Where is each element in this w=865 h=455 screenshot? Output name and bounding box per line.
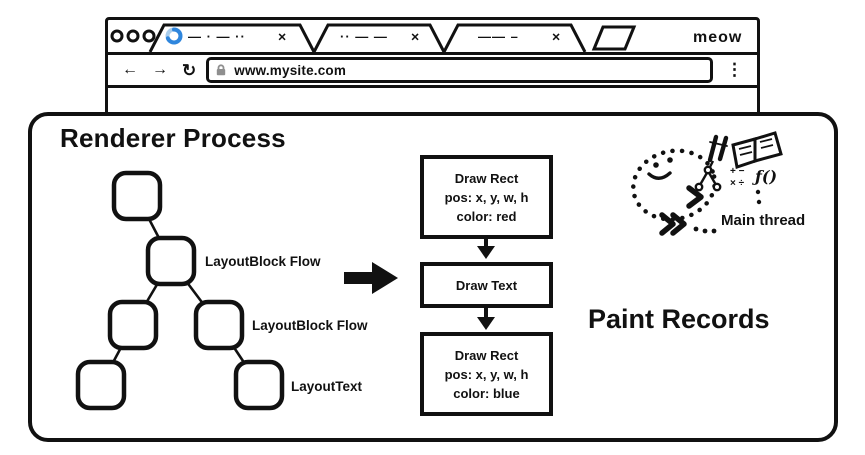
tree-edges [99,195,261,386]
dot-trail [755,189,762,205]
tab-strip-art: — · — ·· × ·· — — × —— – × meow [110,23,742,52]
layout-tree: LayoutBlock Flow LayoutBlock Flow Layout… [75,170,368,411]
address-bar[interactable]: www.mysite.com [206,57,714,83]
tree-label-2: LayoutBlock Flow [252,318,368,333]
tab-3-close-icon[interactable]: × [552,29,560,45]
url-text: www.mysite.com [234,62,347,78]
chevrons-icon [659,185,704,236]
tree-node-layoutblock-1 [145,235,197,287]
paint-record-line: pos: x, y, w, h [444,189,529,205]
flow-arrow-icon [344,262,398,294]
paint-record-line: Draw Rect [454,347,519,363]
tab-1-close-icon[interactable]: × [278,29,286,45]
toolbar: ← → ↻ www.mysite.com ⋮ [108,55,757,88]
open-book-icon [731,131,783,169]
tab-1[interactable] [148,23,316,52]
paint-record-line: Draw Text [455,277,518,293]
dot-trail [693,226,717,234]
renderer-process-panel: Renderer Process LayoutBlock Flow Layout… [28,112,838,442]
tree-icon [694,160,722,192]
tree-node-root [111,170,163,222]
forward-button[interactable]: → [152,61,168,78]
tab-2-close-icon[interactable]: × [411,29,419,45]
loading-spinner-icon [165,27,183,45]
new-tab-button[interactable] [591,25,637,51]
tree-label-1: LayoutBlock Flow [205,254,321,269]
paint-record-2: Draw Text [420,262,553,308]
tab-strip: — · — ·· × ·· — — × —— – × meow [108,20,757,55]
paint-record-line: pos: x, y, w, h [444,366,529,382]
down-arrow-icon [477,306,495,330]
function-icon: ƒ() [752,167,777,186]
paint-record-line: color: blue [453,385,520,401]
paint-record-line: Draw Rect [454,170,519,186]
tab-1-title: — · — ·· [188,29,246,44]
tree-label-3: LayoutText [291,379,363,394]
paint-record-1: Draw Rect pos: x, y, w, h color: red [420,155,553,239]
paint-record-line: color: red [456,208,517,224]
down-arrow-icon [477,235,495,259]
paint-record-3: Draw Rect pos: x, y, w, h color: blue [420,332,553,416]
tab-3-title: —— – [478,29,519,44]
main-thread-character: + − × ÷ ƒ() Main thread [631,131,805,236]
math-symbols-icon: + − [730,166,745,177]
browser-brand: meow [693,29,742,46]
menu-icon[interactable]: ⋮ [726,60,743,80]
tree-node-leaf-left [75,359,127,411]
tree-node-layoutblock-2 [193,299,245,351]
main-thread-label: Main thread [721,212,805,229]
browser-window: — · — ·· × ·· — — × —— – × meow ← → ↻ [105,17,760,119]
panel-title: Renderer Process [60,123,286,153]
math-symbols-icon: × ÷ [730,178,745,189]
window-controls-icon[interactable] [110,29,156,43]
pencils-icon [707,134,729,163]
refresh-button[interactable]: ↻ [182,60,197,80]
padlock-icon [217,64,226,76]
tree-node-child-left [107,299,159,351]
tab-2-title: ·· — — [340,29,388,44]
tree-node-layouttext [233,359,285,411]
back-button[interactable]: ← [122,61,138,78]
paint-records-heading: Paint Records [588,304,770,334]
tab-3[interactable] [442,23,587,52]
tab-2[interactable] [312,23,446,52]
